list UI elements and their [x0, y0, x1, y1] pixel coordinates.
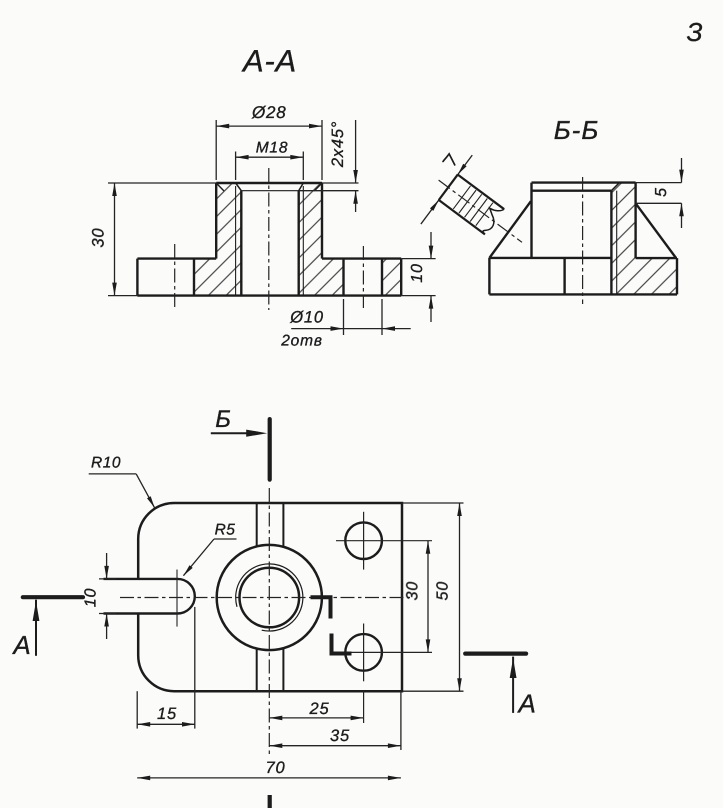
- svg-text:25: 25: [309, 700, 330, 718]
- svg-text:Ø10: Ø10: [289, 309, 324, 327]
- svg-text:30: 30: [90, 228, 108, 248]
- svg-text:Б: Б: [215, 406, 231, 433]
- svg-text:З: З: [687, 17, 704, 47]
- svg-text:15: 15: [157, 705, 177, 723]
- svg-text:2x45°: 2x45°: [329, 121, 347, 168]
- svg-text:50: 50: [435, 581, 452, 600]
- svg-text:R10: R10: [91, 454, 121, 471]
- svg-text:Ø28: Ø28: [251, 103, 287, 122]
- svg-text:А-А: А-А: [241, 44, 297, 79]
- svg-text:А: А: [517, 689, 537, 719]
- svg-text:35: 35: [330, 727, 350, 745]
- svg-text:70: 70: [266, 759, 286, 777]
- svg-text:R5: R5: [215, 522, 236, 539]
- svg-text:Б-Б: Б-Б: [554, 115, 600, 145]
- svg-text:10: 10: [409, 263, 426, 282]
- svg-text:5: 5: [653, 187, 670, 197]
- svg-text:M18: M18: [256, 140, 289, 157]
- svg-text:30: 30: [404, 581, 421, 600]
- svg-text:10: 10: [83, 588, 100, 607]
- svg-text:2отв: 2отв: [280, 333, 322, 350]
- svg-text:А: А: [11, 630, 31, 660]
